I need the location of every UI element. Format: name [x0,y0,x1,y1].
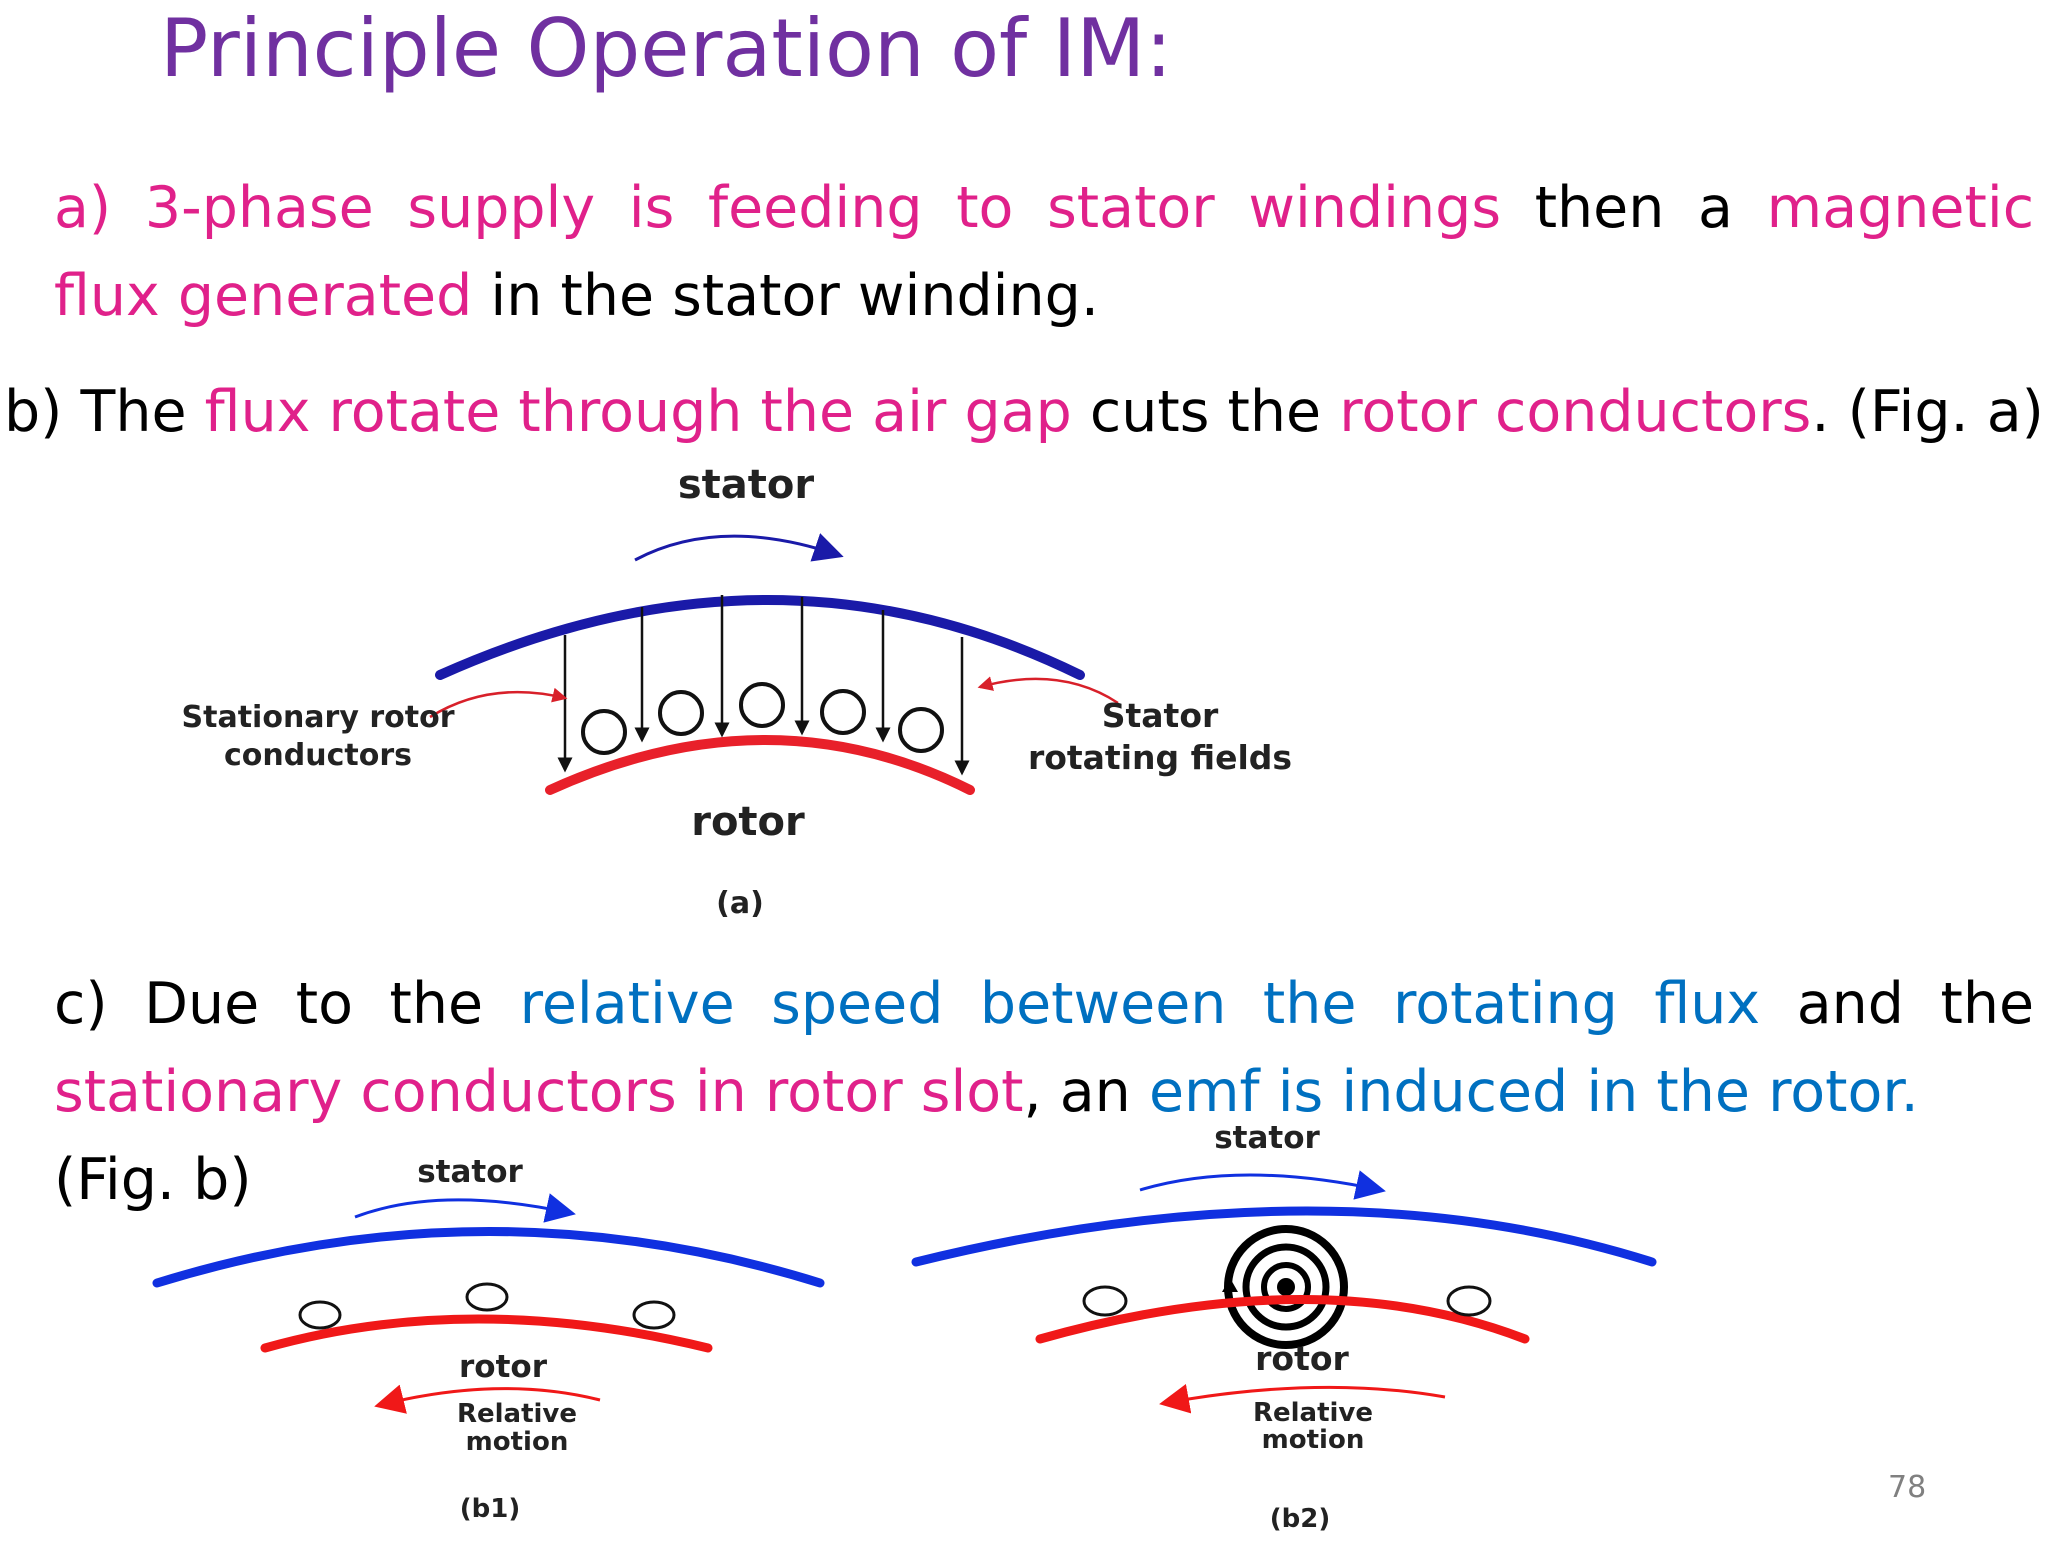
text-run: then a [1534,175,1733,241]
figure-a-conductors [581,682,944,755]
figure-a-right-label-1: Stator [1102,696,1219,735]
text-run: , an [1023,1059,1149,1125]
paragraph-c-line-1: c) Due to the relative speed between the… [54,960,2034,1048]
figure-b2-motion-label-2: motion [1262,1425,1365,1455]
figure-b1-stator-motion-arrow [354,1193,576,1223]
figure-a-stator-label: stator [678,462,815,508]
figure-b2-diagram: stator rotor Relative motion (b2) [911,1120,1657,1534]
paragraph-a-line-1: a) 3-phase supply is feeding to stator w… [54,164,2034,252]
text-run: a) [54,175,112,241]
figure-b1-stator-arc [152,1227,825,1288]
figure-b2-motion-label-1: Relative [1253,1398,1373,1428]
figure-b2-stator-arc [911,1206,1657,1267]
figure-b1-conductors [298,1282,676,1330]
figure-a-left-label-2: conductors [224,738,412,773]
figure-a-stator-arc [435,595,1085,680]
text-run: (Fig. b) [54,1147,252,1213]
paragraph-c-line-2: stationary conductors in rotor slot, an … [54,1048,2034,1136]
figure-a-right-label-2: rotating fields [1028,738,1292,777]
paragraph-c-line-3: (Fig. b) [54,1136,2034,1224]
text-run: magnetic [1766,175,2034,241]
text-run: 3-phase supply is feeding to stator wind… [144,175,1502,241]
figure-b2-emf-field-rings [1222,1225,1348,1349]
figure-a-rotor-arc [545,735,975,795]
figure-b1-motion-label-2: motion [466,1427,569,1457]
figure-b2-caption: (b2) [1270,1504,1330,1534]
figure-a-stator-motion-arrow [634,533,844,562]
paragraph-c: c) Due to the relative speed between the… [54,960,2034,1224]
paragraph-b-line-1: b) The flux rotate through the air gap c… [4,368,2048,456]
figure-b1-caption: (b1) [460,1494,520,1524]
text-run: rotor conductors [1339,379,1812,445]
page-number: 78 [1888,1470,1927,1505]
text-run: to [295,971,353,1037]
figure-a-flux-arrows [557,595,970,776]
text-run: the [389,971,484,1037]
figure-a-left-label-1: Stationary rotor [182,700,455,735]
figure-b1-stator-label: stator [417,1154,523,1190]
text-run: flux rotate through the air gap [204,379,1072,445]
figure-a-rotor-label: rotor [691,799,805,845]
figure-b2-stator-label: stator [1214,1120,1320,1156]
figure-b2-conductors [1082,1285,1492,1317]
text-run: relative speed between the rotating flux [519,971,1761,1037]
slide-title: Principle Operation of IM: [160,2,1173,95]
text-run: the [1940,971,2034,1037]
paragraph-a-line-2: flux generated in the stator winding. [54,252,2034,340]
figure-b2-stator-motion-arrow [1139,1170,1386,1200]
paragraph-b: b) The flux rotate through the air gap c… [4,368,2048,456]
figure-b2-rotor-label: rotor [1255,1339,1349,1378]
figure-b1-diagram: stator rotor Relative motion (b1) [152,1154,825,1524]
text-run: Due [144,971,260,1037]
figure-a-right-pointer [977,676,1119,705]
text-run: . (Fig. a) [1811,379,2044,445]
text-run: stationary conductors in rotor slot [54,1059,1024,1125]
figure-b1-motion-label-1: Relative [457,1399,577,1429]
text-run: in the stator winding. [472,263,1099,329]
figure-b2-rotor-arc [1035,1295,1530,1344]
text-run: b) The [4,379,205,445]
figure-a-caption: (a) [716,886,764,921]
paragraph-a: a) 3-phase supply is feeding to stator w… [54,164,2034,340]
text-run: cuts the [1071,379,1340,445]
figure-b1-relative-motion-arrow [374,1384,601,1414]
figure-b2-relative-motion-arrow [1159,1383,1446,1414]
text-run: flux generated [54,263,473,329]
figure-b1-rotor-arc [260,1314,713,1353]
text-run: and [1796,971,1904,1037]
text-run: emf is induced in the rotor. [1148,1059,1919,1125]
figure-a-left-pointer [429,687,568,719]
figure-a-diagram: stator Stationary rotor conductors Stato… [182,462,1293,921]
text-run: c) [54,971,108,1037]
figure-b1-rotor-label: rotor [459,1349,548,1385]
